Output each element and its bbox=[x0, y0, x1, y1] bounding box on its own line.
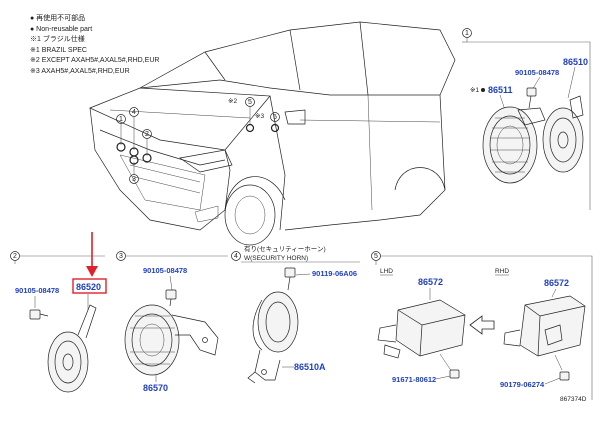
horn-icon bbox=[482, 106, 546, 184]
section-5-number: 5 bbox=[374, 253, 378, 260]
section-3-horn-pn: 86570 bbox=[143, 383, 168, 393]
callout-5a: 5 bbox=[248, 99, 252, 106]
section-4-number: 4 bbox=[234, 253, 238, 260]
car-illustration bbox=[89, 21, 456, 246]
section-5-lhd-bolt-pn: 91671-80612 bbox=[392, 375, 436, 384]
bolt-icon bbox=[29, 309, 49, 320]
legend-line: ● Non-reusable part bbox=[30, 25, 93, 33]
section-5: 5 LHD RHD 86572 91671-80612 86572 bbox=[371, 251, 593, 403]
legend-line: ※2 EXCEPT AXAH5#,AXAL5#,RHD,EUR bbox=[30, 57, 160, 64]
arrow-left-icon bbox=[469, 315, 495, 335]
bolt-icon bbox=[526, 87, 537, 109]
horn-icon bbox=[542, 95, 584, 173]
horn-icon bbox=[247, 291, 299, 384]
section-4-bolt-pn: 90119-06A06 bbox=[312, 269, 357, 278]
control-unit-icon bbox=[377, 299, 466, 359]
legend-line: ※1 BRAZIL SPEC bbox=[30, 46, 87, 54]
section-4-title-en: W(SECURITY HORN) bbox=[244, 255, 308, 262]
section-1-horn-pn: 86510 bbox=[563, 57, 588, 67]
legend-line: ● 再使用不可部品 bbox=[30, 15, 86, 22]
section-5-rhd-unit-pn: 86572 bbox=[544, 278, 569, 288]
bolt-icon bbox=[284, 267, 296, 291]
section-3-bolt-pn: 90105-08478 bbox=[143, 266, 187, 275]
car-mark-2: ※2 bbox=[228, 98, 237, 105]
section-4: 4 有り(セキュリティーホーン) W(SECURITY HORN) 90119-… bbox=[231, 244, 360, 384]
section-2-bolt-pn: 90105-08478 bbox=[15, 286, 59, 295]
section-1: 1 90105-08478 86510 ※1 86511 bbox=[462, 28, 591, 210]
car-mark-3: ※3 bbox=[255, 113, 264, 120]
section-1-number: 1 bbox=[465, 30, 469, 37]
legend: ● 再使用不可部品 ● Non-reusable part ※1 ブラジル仕様 … bbox=[30, 14, 159, 77]
section-1-bolt-pn: 90105-08478 bbox=[515, 68, 559, 77]
highlight-box bbox=[72, 278, 107, 294]
highlight-arrow-icon bbox=[86, 232, 98, 277]
section-2-number: 2 bbox=[13, 253, 17, 260]
section-1-sub-pn: 86511 bbox=[488, 85, 513, 95]
horn-icon bbox=[124, 304, 219, 376]
control-unit-icon bbox=[503, 295, 586, 357]
callout-5b: 5 bbox=[273, 114, 277, 121]
section-2: 2 90105-08478 86520 bbox=[10, 232, 107, 393]
section-1-sub-mark: ※1 bbox=[470, 87, 479, 94]
section-5-lhd: LHD bbox=[380, 268, 393, 275]
section-5-rhd: RHD bbox=[495, 268, 509, 275]
bolt-icon bbox=[559, 371, 570, 381]
horn-icon bbox=[47, 304, 97, 393]
car-callouts: 1 4 2 3 ※2 5 ※3 5 bbox=[116, 97, 280, 184]
drawing-id: 867374D bbox=[560, 396, 587, 403]
section-3-number: 3 bbox=[119, 253, 123, 260]
callout-2: 2 bbox=[145, 131, 149, 138]
callout-4: 4 bbox=[132, 109, 136, 116]
callout-1: 1 bbox=[119, 116, 123, 123]
section-4-title-jp: 有り(セキュリティーホーン) bbox=[244, 244, 326, 253]
callout-3: 3 bbox=[132, 176, 136, 183]
legend-line: ※1 ブラジル仕様 bbox=[30, 36, 85, 43]
section-5-lhd-unit-pn: 86572 bbox=[418, 277, 443, 287]
bolt-icon bbox=[449, 369, 460, 379]
bolt-icon bbox=[165, 289, 177, 307]
section-4-horn-pn: 86510A bbox=[294, 362, 326, 372]
legend-line: ※3 AXAH5#,AXAL5#,RHD,EUR bbox=[30, 67, 130, 75]
section-2-horn-pn: 86520 bbox=[76, 282, 101, 292]
section-5-rhd-bolt-pn: 90179-06274 bbox=[500, 380, 545, 389]
section-3: 3 90105-08478 86570 bbox=[116, 251, 228, 393]
